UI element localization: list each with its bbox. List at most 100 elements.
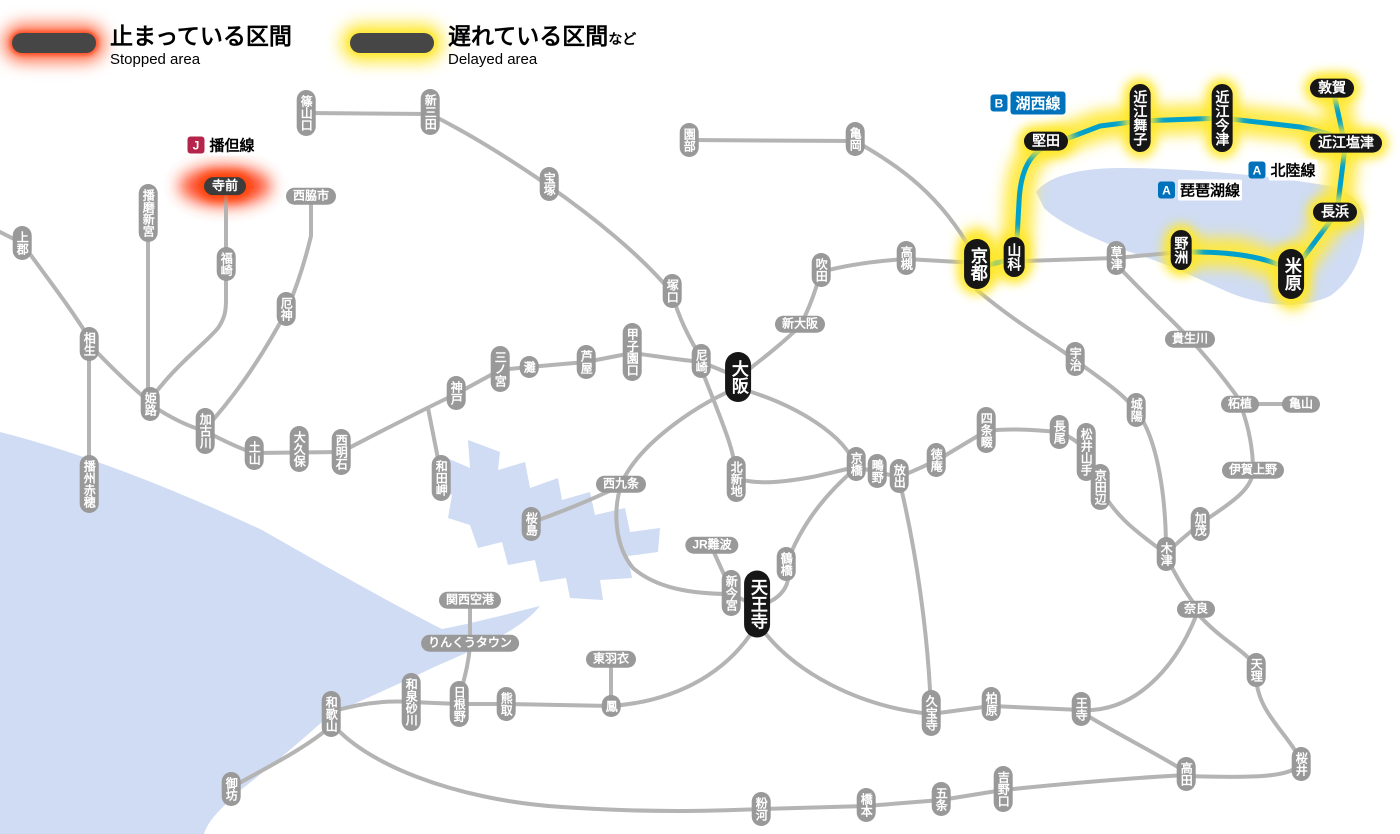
station: 天理 [1246,653,1266,687]
line-badge-icon: A [1248,161,1266,179]
station: 寺前 [203,177,247,195]
station: 伊賀上野 [1221,461,1285,479]
station: 城陽 [1126,393,1146,427]
station: 上郡 [12,226,32,260]
station: 播磨新宮 [138,184,158,242]
legend-delayed-sublabel: Delayed area [448,51,538,69]
rail-line [1184,612,1303,779]
rail-line [897,477,933,712]
station: 和泉砂川 [401,673,421,731]
station: 草津 [1106,241,1126,275]
station: 橋本 [856,788,876,822]
station: 日根野 [449,681,469,727]
line-name: 湖西線 [1010,91,1066,115]
rail-line [1079,710,1188,774]
rail-line [755,614,1198,716]
station: 山科 [1003,237,1025,277]
station: 高槻 [896,241,916,275]
station: 宝塚 [539,167,559,201]
station: 相生 [79,327,99,361]
station: 篠山口 [296,90,316,136]
station: 京橋 [846,447,866,481]
legend-delayed-text: 遅れている区間など Delayed area [448,23,636,69]
station: 吹田 [811,253,831,287]
station: 大阪 [725,352,751,402]
station: 久宝寺 [921,690,941,736]
station: 厄神 [276,292,296,326]
station: 貴生川 [1164,330,1216,348]
station: 北新地 [726,456,746,502]
station: 熊取 [496,687,516,721]
station: 塚口 [662,274,682,308]
station: 芦屋 [576,345,596,379]
legend-stopped-text: 止まっている区間 Stopped area [110,23,292,69]
legend-stopped-label: 止まっている区間 [110,23,292,49]
delayed-area-swatch-icon [350,33,434,53]
harbor-water [436,440,660,600]
station: 新三田 [420,89,440,135]
rail-line [1164,404,1255,556]
station: 柘植 [1220,395,1260,413]
station: 徳庵 [926,443,946,477]
line-name: 琵琶湖線 [1177,179,1243,201]
station: 王寺 [1071,692,1091,726]
rail-line [148,351,740,455]
station: りんくうタウン [421,634,519,652]
station: 福崎 [216,247,236,281]
station: 甲子園口 [622,323,642,381]
station: 四条畷 [976,407,996,453]
station: 加茂 [1190,507,1210,541]
osaka-bay-water [0,432,540,834]
station: 東羽衣 [585,650,637,668]
station: 西九条 [595,475,647,493]
line-badge-icon: J [187,136,205,154]
station: 近江舞子 [1129,84,1151,152]
legend-stopped-sublabel: Stopped area [110,51,201,69]
station: 近江塩津 [1310,133,1382,153]
station: 京都 [964,239,990,289]
station: 関西空港 [438,591,502,609]
station: 吉野口 [993,766,1013,812]
station: 灘 [519,356,539,378]
rail-line [736,257,979,380]
station: 播州赤穂 [79,455,99,513]
station: 米原 [1278,249,1304,299]
station: 西脇市 [285,187,337,205]
station: 和田岬 [431,455,451,501]
station: 粉河 [751,792,771,826]
station: 木津 [1156,537,1176,571]
station: 加古川 [195,408,215,454]
station: 新今宮 [721,570,741,616]
station: 姫路 [140,387,160,421]
line-name: 播但線 [207,134,257,156]
station: 西明石 [331,429,351,475]
station: 桜井 [1291,747,1311,781]
station: 三ノ宮 [490,346,510,392]
station: 土山 [244,436,264,470]
station: 天王寺 [744,570,770,638]
rail-line [304,111,703,360]
rail-line [687,138,974,254]
station: 奈良 [1176,600,1216,618]
station: 柏原 [981,687,1001,721]
stopped-area-swatch-icon [12,33,96,53]
rail-line [329,720,1188,813]
rail-line [148,190,228,402]
station: 野洲 [1170,230,1192,270]
station: 尼崎 [691,344,711,378]
station: 鶴橋 [776,547,796,581]
station: 松井山手 [1076,423,1096,481]
line-name: 北陸線 [1268,159,1318,181]
station: JR難波 [685,536,739,554]
rail-line [975,288,1168,552]
station: 近江今津 [1211,84,1233,152]
rail-line [699,366,858,485]
station: 堅田 [1024,131,1068,151]
station: 放出 [889,459,909,493]
station: 桜島 [521,507,541,541]
station: 鴫野 [867,454,887,488]
